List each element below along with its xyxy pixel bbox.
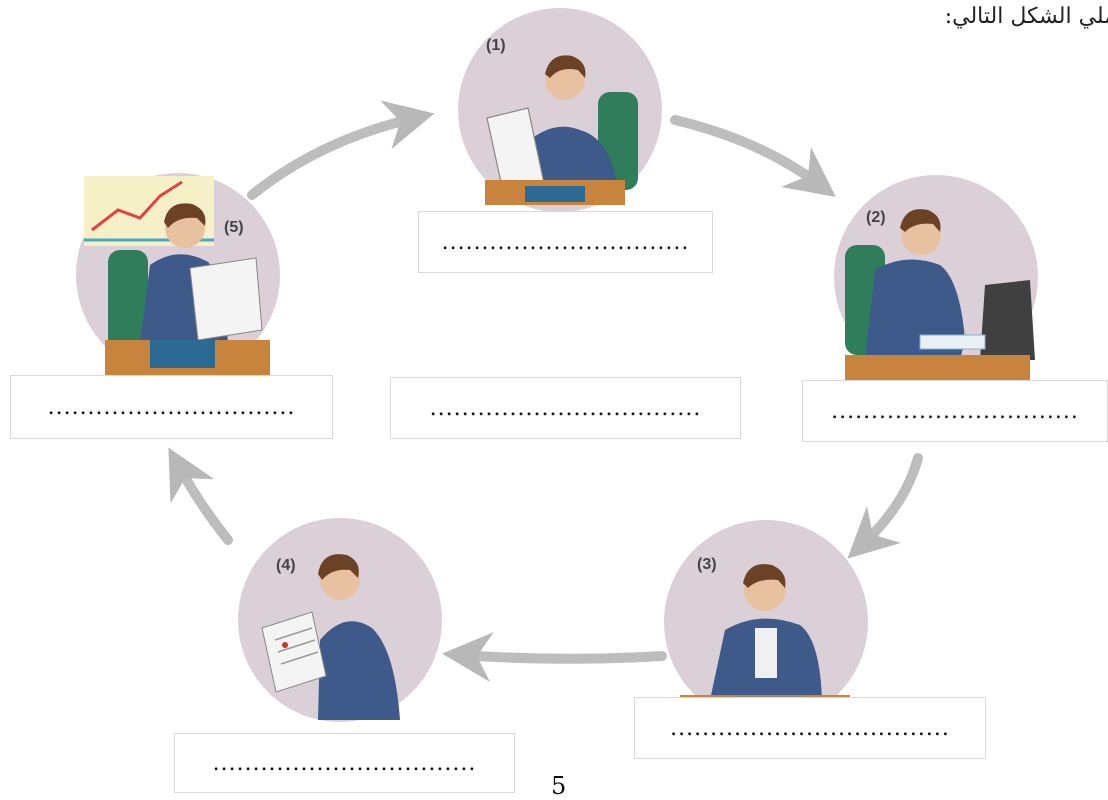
step-1-number: (1) xyxy=(486,37,506,54)
answer-box-center[interactable]: .................................. xyxy=(390,377,741,439)
answer-box-5-text: ............................... xyxy=(47,394,296,420)
step-5-number: (5) xyxy=(224,219,244,236)
arrow-4-to-5 xyxy=(168,447,233,545)
answer-box-3-text: ................................... xyxy=(670,715,950,741)
answer-box-4-text: ................................. xyxy=(212,750,477,776)
instruction-header: ملي الشكل التالي: xyxy=(808,0,1108,50)
arrow-5-to-1 xyxy=(247,100,435,200)
step-2-number: (2) xyxy=(866,209,886,226)
step-2-illustration: (2) xyxy=(834,175,1038,380)
answer-box-center-text: .................................. xyxy=(429,395,702,421)
arrow-2-to-3 xyxy=(847,453,923,559)
answer-box-4[interactable]: ................................. xyxy=(174,733,515,793)
answer-box-2-text: ............................... xyxy=(831,398,1079,424)
arrow-3-to-4 xyxy=(442,632,667,683)
answer-box-1-text: ............................... xyxy=(441,229,690,255)
page-number: 5 xyxy=(551,772,567,800)
answer-box-2[interactable]: ............................... xyxy=(802,380,1108,442)
step-3-number: (3) xyxy=(697,556,717,573)
answer-box-3[interactable]: ................................... xyxy=(634,697,986,759)
arrow-1-to-2 xyxy=(670,115,837,197)
answer-box-5[interactable]: ............................... xyxy=(10,375,333,439)
step-4-number: (4) xyxy=(276,557,296,574)
step-1-illustration: (1) xyxy=(458,8,662,212)
step-4-illustration: (4) xyxy=(238,518,442,722)
step-3-illustration: (3) xyxy=(664,520,868,725)
step-5-illustration: (5) xyxy=(76,173,280,377)
answer-box-1[interactable]: ............................... xyxy=(418,211,713,273)
instruction-text: ملي الشكل التالي: xyxy=(944,4,1108,29)
